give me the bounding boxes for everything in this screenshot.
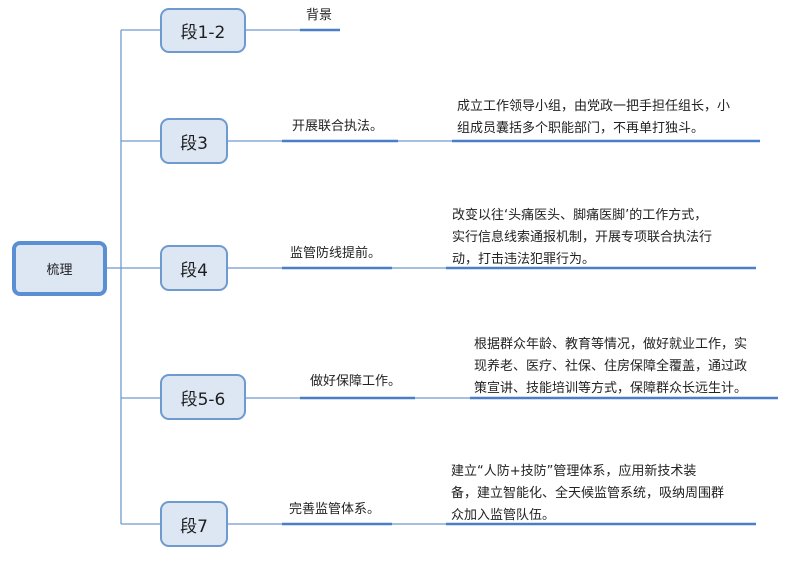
branch-node-3: 段4 xyxy=(160,245,228,291)
branch-node-1: 段1-2 xyxy=(160,8,246,53)
detail-line: 众加入监管队伍。 xyxy=(451,508,556,523)
branch-node-5: 段7 xyxy=(160,501,228,547)
detail-line: 改变以往‘头痛医头、脚痛医脚’的工作方式， xyxy=(452,208,708,223)
branch-node-label: 段3 xyxy=(180,133,208,154)
root-label: 梳理 xyxy=(46,263,73,278)
detail-line: 成立工作领导小组，由党政一把手担任组长，小 xyxy=(457,99,731,114)
detail-line: 根据群众年龄、教育等情况，做好就业工作，实 xyxy=(474,337,748,352)
branch-label-3: 监管防线提前。 xyxy=(290,246,382,261)
detail-line: 动，打击违法犯罪行为。 xyxy=(452,252,596,267)
branch-label-4: 做好保障工作。 xyxy=(310,374,402,389)
detail-line: 实行信息线索通报机制，开展专项联合执法行 xyxy=(452,230,713,245)
detail-text-4: 根据群众年龄、教育等情况，做好就业工作，实 现养老、医疗、社保、住房保障全覆盖，… xyxy=(474,334,747,400)
branch-node-2: 段3 xyxy=(160,118,228,164)
detail-text-2: 成立工作领导小组，由党政一把手担任组长，小 组成员囊括多个职能部门，不再单打独斗… xyxy=(457,96,730,140)
branch-label-2: 开展联合执法。 xyxy=(292,119,384,134)
detail-line: 备，建立智能化、全天候监管系统，吸纳周围群 xyxy=(451,486,725,501)
root-node: 梳理 xyxy=(12,241,107,296)
detail-line: 建立“人防+技防”管理体系，应用新技术装 xyxy=(451,464,697,479)
branch-node-label: 段4 xyxy=(180,260,208,281)
branch-node-label: 段5-6 xyxy=(180,389,226,410)
branch-node-label: 段1-2 xyxy=(180,23,226,43)
detail-line: 策宣讲、技能培训等方式，保障群众长远生计。 xyxy=(474,381,748,396)
detail-text-5: 建立“人防+技防”管理体系，应用新技术装 备，建立智能化、全天候监管系统，吸纳周… xyxy=(451,461,724,527)
detail-text-3: 改变以往‘头痛医头、脚痛医脚’的工作方式， 实行信息线索通报机制，开展专项联合执… xyxy=(452,205,712,271)
branch-node-label: 段7 xyxy=(180,516,208,537)
branch-node-4: 段5-6 xyxy=(160,374,246,420)
detail-line: 现养老、医疗、社保、住房保障全覆盖，通过政 xyxy=(474,359,748,374)
detail-line: 组成员囊括多个职能部门，不再单打独斗。 xyxy=(457,121,705,136)
branch-label-1: 背景 xyxy=(306,8,333,23)
branch-label-5: 完善监管体系。 xyxy=(289,502,381,517)
